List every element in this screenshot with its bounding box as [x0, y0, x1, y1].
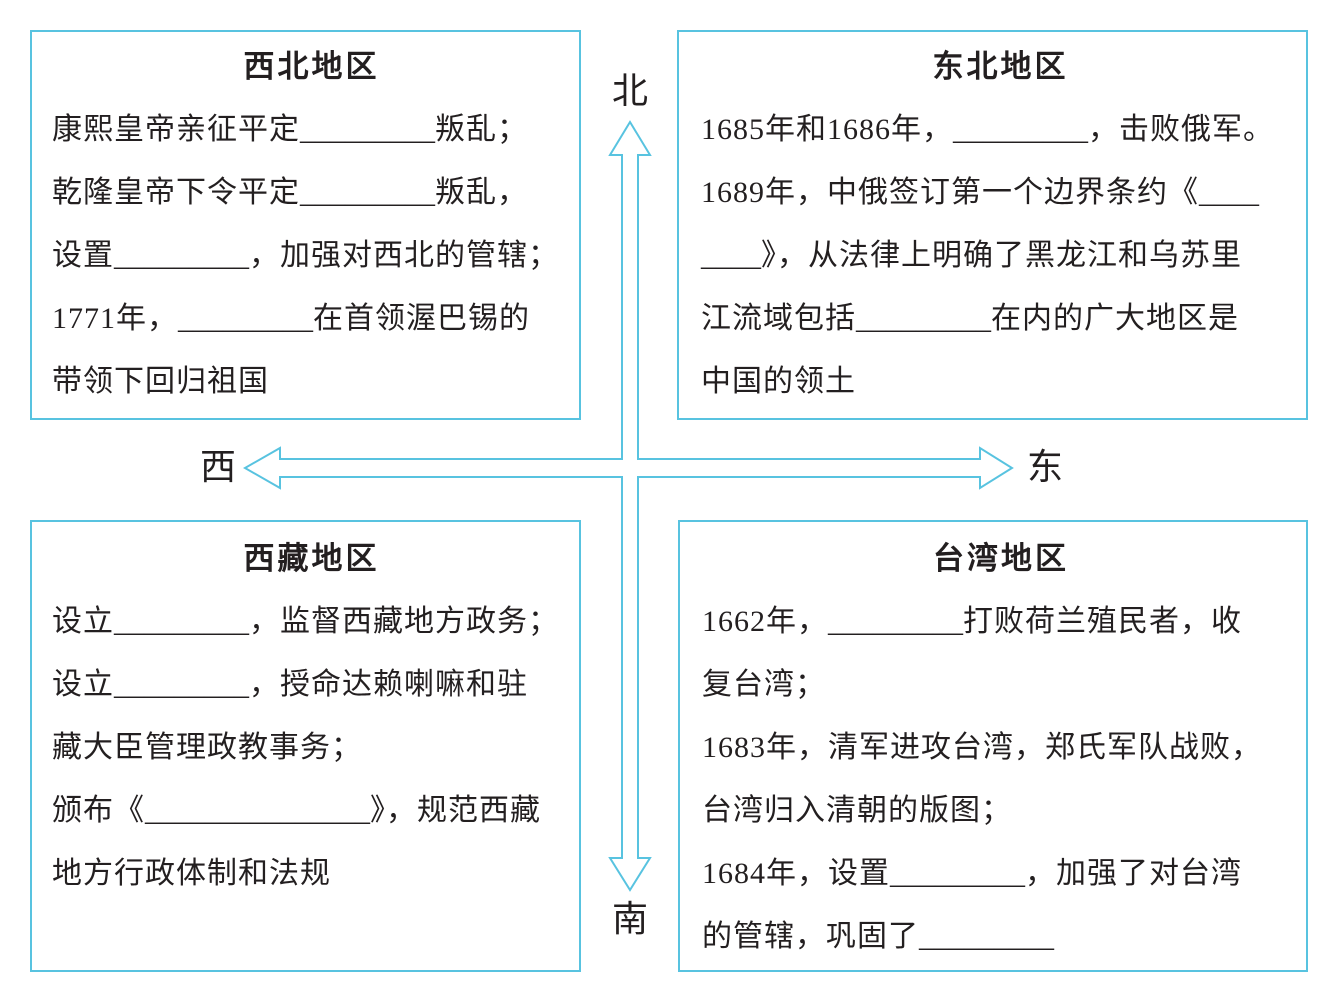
tibet-line-2: 设立_________，授命达赖喇嘛和驻: [52, 668, 528, 701]
answer-blank: _________: [114, 239, 249, 272]
northeast-line-2: 1689年，中俄签订第一个边界条约《____: [701, 176, 1259, 209]
northeast-line-1: 1685年和1686年，_________，击败俄军。: [701, 113, 1274, 146]
answer-blank: _________: [300, 113, 435, 146]
answer-blank: _________: [953, 113, 1088, 146]
direction-south-label: 南: [611, 899, 649, 940]
northwest-line-3: 设置_________，加强对西北的管辖；: [52, 239, 559, 272]
taiwan-line-4: 台湾归入清朝的版图；: [702, 794, 1012, 827]
answer-blank: _________: [178, 302, 313, 335]
tibet-line-3: 藏大臣管理政教事务；: [52, 731, 362, 764]
direction-east-label: 东: [1026, 447, 1064, 488]
direction-north-label: 北: [611, 71, 649, 112]
northwest-line-5: 带领下回归祖国: [52, 365, 269, 398]
region-title-northeast: 东北地区: [932, 49, 1069, 84]
answer-blank: _________: [919, 920, 1054, 953]
northeast-line-4: 江流域包括_________在内的广大地区是: [701, 302, 1239, 335]
region-title-tibet: 西藏地区: [243, 541, 380, 576]
northwest-line-4: 1771年，_________在首领渥巴锡的: [52, 302, 530, 335]
taiwan-line-6: 的管辖，巩固了_________: [702, 920, 1054, 953]
answer-blank: ____: [701, 239, 761, 272]
answer-blank: _________: [856, 302, 991, 335]
answer-blank: _________: [114, 605, 249, 638]
tibet-line-1: 设立_________，监督西藏地方政务；: [52, 605, 559, 638]
compass-arrows-outline: [242, 120, 1014, 892]
region-box-tibet: 西藏地区 设立_________，监督西藏地方政务； 设立_________，授…: [30, 520, 581, 972]
region-box-northwest: 西北地区 康熙皇帝亲征平定_________叛乱； 乾隆皇帝下令平定______…: [30, 30, 581, 420]
taiwan-line-1: 1662年，_________打败荷兰殖民者，收: [702, 605, 1242, 638]
answer-blank: _________: [828, 605, 963, 638]
answer-blank: _________: [890, 857, 1025, 890]
tibet-line-5: 地方行政体制和法规: [52, 857, 331, 890]
answer-blank: _________: [300, 176, 435, 209]
answer-blank: _________: [114, 668, 249, 701]
region-title-taiwan: 台湾地区: [933, 541, 1069, 576]
northeast-line-5: 中国的领土: [701, 365, 856, 398]
taiwan-line-5: 1684年，设置_________，加强了对台湾: [702, 857, 1242, 890]
region-title-northwest: 西北地区: [243, 49, 380, 84]
tibet-line-4: 颁布《_______________》，规范西藏: [52, 794, 541, 827]
direction-west-label: 西: [199, 447, 237, 488]
taiwan-line-3: 1683年，清军进攻台湾，郑氏军队战败，: [702, 731, 1262, 764]
answer-blank: _______________: [145, 794, 370, 827]
northwest-line-1: 康熙皇帝亲征平定_________叛乱；: [52, 113, 528, 146]
region-box-northeast: 东北地区 1685年和1686年，_________，击败俄军。 1689年，中…: [677, 30, 1308, 420]
region-box-taiwan: 台湾地区 1662年，_________打败荷兰殖民者，收 复台湾； 1683年…: [678, 520, 1308, 972]
taiwan-line-2: 复台湾；: [702, 668, 826, 701]
northeast-line-3: ____》，从法律上明确了黑龙江和乌苏里: [701, 239, 1242, 272]
answer-blank: ____: [1199, 176, 1259, 209]
northwest-line-2: 乾隆皇帝下令平定_________叛乱，: [52, 176, 528, 209]
